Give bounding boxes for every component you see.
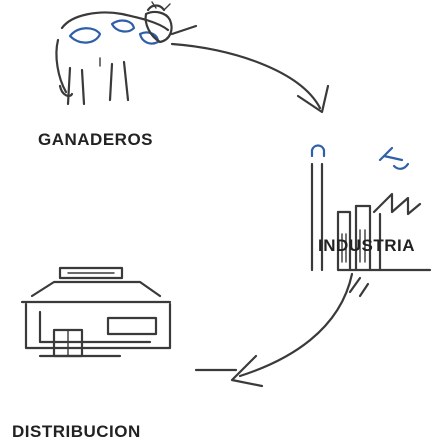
cow-icon [55,1,173,106]
supermarket-icon [20,266,172,358]
label-ganaderos: GANADEROS [38,130,154,149]
factory-icon [310,144,432,272]
label-distribucion: DISTRIBUCION [12,422,141,441]
arrow-ganaderos-to-industria [170,24,330,114]
arrow-industria-to-distribucion [230,272,370,388]
label-industria: INDUSTRIA [318,236,416,255]
